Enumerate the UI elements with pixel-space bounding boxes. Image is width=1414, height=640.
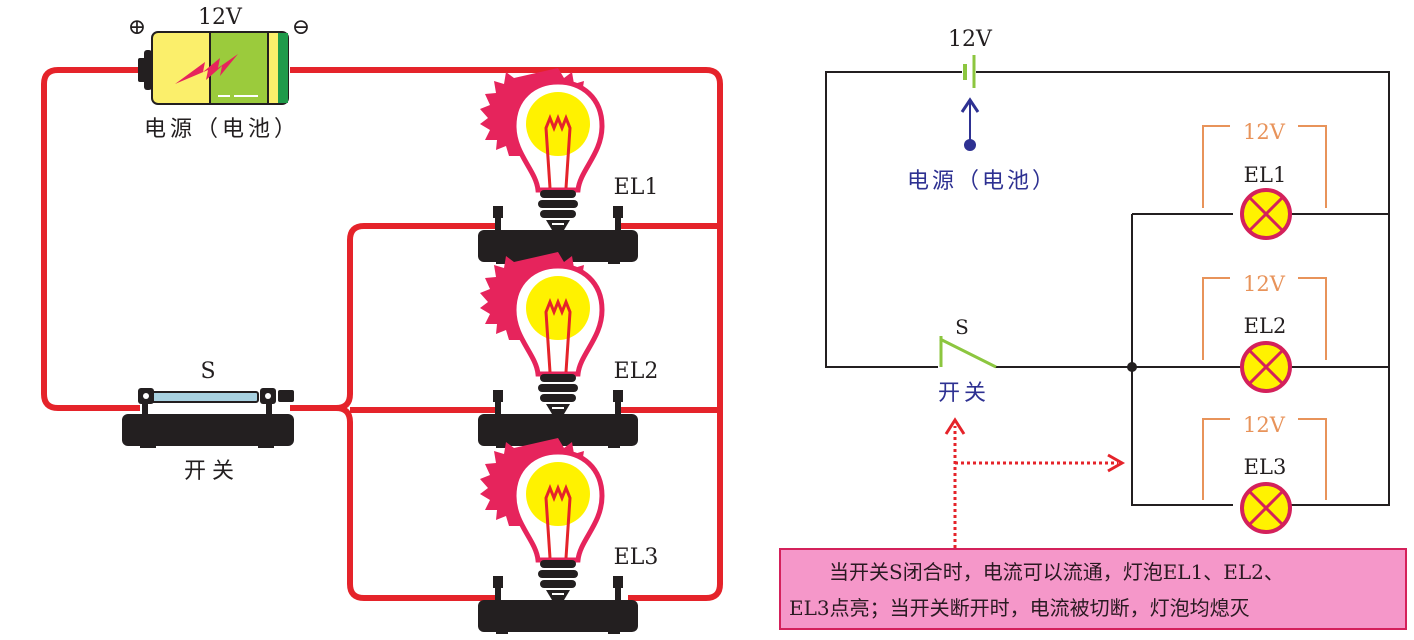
battery-illustration: [138, 31, 289, 105]
junction-dot: [1127, 362, 1137, 372]
pointer-arrow: [960, 97, 980, 151]
knife-switch[interactable]: [122, 388, 294, 448]
lamp-symbol-icon: [1240, 482, 1292, 534]
schematic-switch-label: 开关: [938, 381, 990, 406]
lamp-rating-label: 12V: [1243, 413, 1286, 437]
battery-voltage-label: 12V: [198, 5, 243, 30]
lamp-symbol-icon: [1240, 341, 1292, 393]
schematic-voltage-label: 12V: [948, 27, 993, 52]
lamp-name-label: EL1: [614, 175, 659, 200]
lamp-rating-label: 12V: [1243, 120, 1286, 144]
schematic-lamp-el3: 12V EL3: [1202, 413, 1327, 534]
schematic-wires: [825, 71, 1390, 506]
switch-symbol[interactable]: [939, 336, 997, 369]
switch-name-label: S: [200, 359, 215, 384]
lamp-el1: EL1: [478, 68, 658, 264]
schematic-battery-label: 电源（电池）: [907, 169, 1057, 194]
pictorial-circuit: ⊕ ⊖ 12V 电源（电池） S 开关 EL1 EL: [41, 5, 723, 634]
arrow-right-icon: [1107, 453, 1126, 473]
lamp-name-label: EL3: [1244, 455, 1287, 479]
schematic-lamp-el1: 12V EL1: [1202, 120, 1327, 240]
explanation-note: 当开关S闭合时，电流可以流通，灯泡EL1、EL2、 EL3点亮；当开关断开时，电…: [779, 548, 1407, 630]
lamp-name-label: EL2: [1244, 314, 1287, 338]
arrow-up-icon: [944, 417, 966, 435]
lamp-symbol-icon: [1240, 188, 1292, 240]
schematic-lamp-el2: 12V EL2: [1202, 272, 1327, 393]
minus-terminal-icon: ⊖: [292, 15, 310, 40]
lamp-name-label: EL1: [1244, 163, 1287, 187]
red-wires: [41, 67, 723, 601]
annotation-arrows: [944, 417, 1126, 548]
battery-label: 电源（电池）: [144, 117, 300, 142]
switch-label: 开关: [184, 459, 240, 484]
switch-lever[interactable]: [147, 391, 259, 403]
lamp-name-label: EL3: [614, 545, 659, 570]
schematic-switch-name: S: [955, 315, 969, 339]
lamp-el2: EL2: [478, 252, 658, 448]
plus-terminal-icon: ⊕: [128, 15, 146, 40]
note-line-2: EL3点亮；当开关断开时，电流被切断，灯泡均熄灭: [789, 596, 1250, 620]
lightning-icon: [175, 54, 238, 84]
note-line-1: 当开关S闭合时，电流可以流通，灯泡EL1、EL2、: [829, 560, 1284, 584]
schematic-circuit: 12V 电源（电池） S 开关 12V EL1 12V EL2: [825, 27, 1390, 548]
lamp-name-label: EL2: [614, 359, 659, 384]
lamp-el3: EL3: [478, 438, 658, 634]
lamp-rating-label: 12V: [1243, 272, 1286, 296]
battery-symbol: [963, 55, 976, 88]
